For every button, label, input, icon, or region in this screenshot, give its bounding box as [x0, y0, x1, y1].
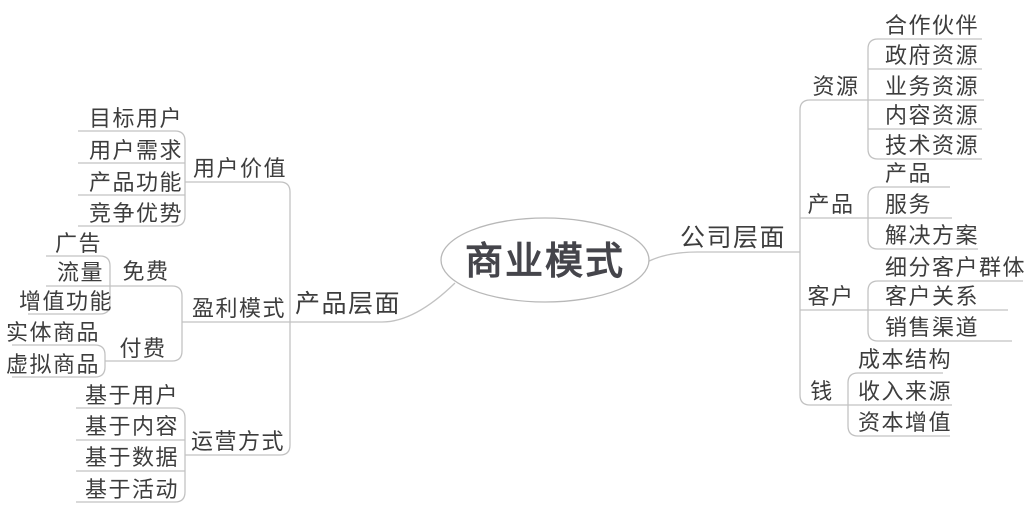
node-resources[interactable]: 资源 — [812, 74, 859, 99]
left-connectors — [12, 130, 456, 503]
node-customer-relations[interactable]: 客户关系 — [885, 284, 979, 309]
node-technical-resources[interactable]: 技术资源 — [885, 133, 979, 158]
connector-products-trunk — [867, 186, 978, 250]
node-value-added-features[interactable]: 增值功能 — [19, 289, 113, 314]
connector-root-to-company-level — [646, 251, 800, 263]
connector-profit-model-trunk — [105, 285, 183, 362]
root-topic-label[interactable]: 商业模式 — [465, 241, 625, 283]
node-user-based[interactable]: 基于用户 — [85, 383, 179, 408]
connector-free-trunk — [28, 255, 111, 315]
connector-left-main-trunk — [185, 181, 291, 456]
node-service[interactable]: 服务 — [885, 192, 932, 217]
node-capital-appreciation[interactable]: 资本增值 — [858, 410, 952, 435]
node-money[interactable]: 钱 — [810, 379, 834, 404]
node-sales-channels[interactable]: 销售渠道 — [885, 315, 979, 340]
node-solutions[interactable]: 解决方案 — [885, 223, 979, 248]
node-operation-mode[interactable]: 运营方式 — [191, 429, 285, 454]
branch-product-level[interactable]: 产品层面 — [295, 290, 401, 318]
node-customers[interactable]: 客户 — [807, 284, 854, 309]
node-business-resources[interactable]: 业务资源 — [885, 74, 979, 99]
node-virtual-goods[interactable]: 虚拟商品 — [6, 352, 100, 377]
node-profit-model[interactable]: 盈利模式 — [192, 296, 286, 321]
node-data-based[interactable]: 基于数据 — [85, 445, 179, 470]
root-topic-shape[interactable] — [440, 217, 650, 303]
connector-user-value-trunk — [78, 130, 186, 227]
node-products[interactable]: 产品 — [807, 192, 854, 217]
node-content-based[interactable]: 基于内容 — [85, 414, 179, 439]
connector-operation-mode-trunk — [76, 407, 186, 503]
node-cost-structure[interactable]: 成本结构 — [858, 347, 952, 372]
connector-customers-trunk — [867, 280, 1023, 342]
node-content-resources[interactable]: 内容资源 — [885, 103, 979, 128]
node-physical-goods[interactable]: 实体商品 — [6, 320, 100, 345]
connector-money-trunk — [847, 372, 950, 437]
node-target-users[interactable]: 目标用户 — [89, 106, 183, 131]
node-government-resources[interactable]: 政府资源 — [885, 43, 979, 68]
branch-company-level[interactable]: 公司层面 — [680, 225, 786, 252]
node-free[interactable]: 免费 — [122, 259, 169, 284]
node-advertising[interactable]: 广告 — [55, 231, 102, 256]
node-user-needs[interactable]: 用户需求 — [89, 138, 183, 163]
connector-product-level-to-root — [182, 282, 456, 323]
node-traffic[interactable]: 流量 — [57, 260, 104, 285]
node-competitive-advantage[interactable]: 竞争优势 — [89, 201, 183, 226]
node-revenue-sources[interactable]: 收入来源 — [858, 379, 952, 404]
node-customer-segments[interactable]: 细分客户群体 — [885, 255, 1024, 280]
node-product-features[interactable]: 产品功能 — [89, 170, 183, 195]
node-user-value[interactable]: 用户价值 — [193, 156, 287, 181]
node-product[interactable]: 产品 — [885, 161, 932, 186]
left-branch-nodes: 产品层面 用户价值 目标用户 用户需求 产品功能 竞争优势 盈利模式 免费 广告… — [6, 106, 401, 502]
node-activity-based[interactable]: 基于活动 — [85, 477, 179, 502]
node-paid[interactable]: 付费 — [119, 336, 166, 361]
right-branch-nodes: 公司层面 资源 合作伙伴 政府资源 业务资源 内容资源 技术资源 产品 产品 服… — [680, 13, 1024, 435]
node-partners[interactable]: 合作伙伴 — [885, 13, 979, 38]
connector-paid-trunk — [12, 344, 106, 378]
connector-resources-trunk — [867, 38, 982, 160]
right-connectors — [646, 38, 1023, 437]
connector-right-main-trunk — [799, 99, 984, 406]
